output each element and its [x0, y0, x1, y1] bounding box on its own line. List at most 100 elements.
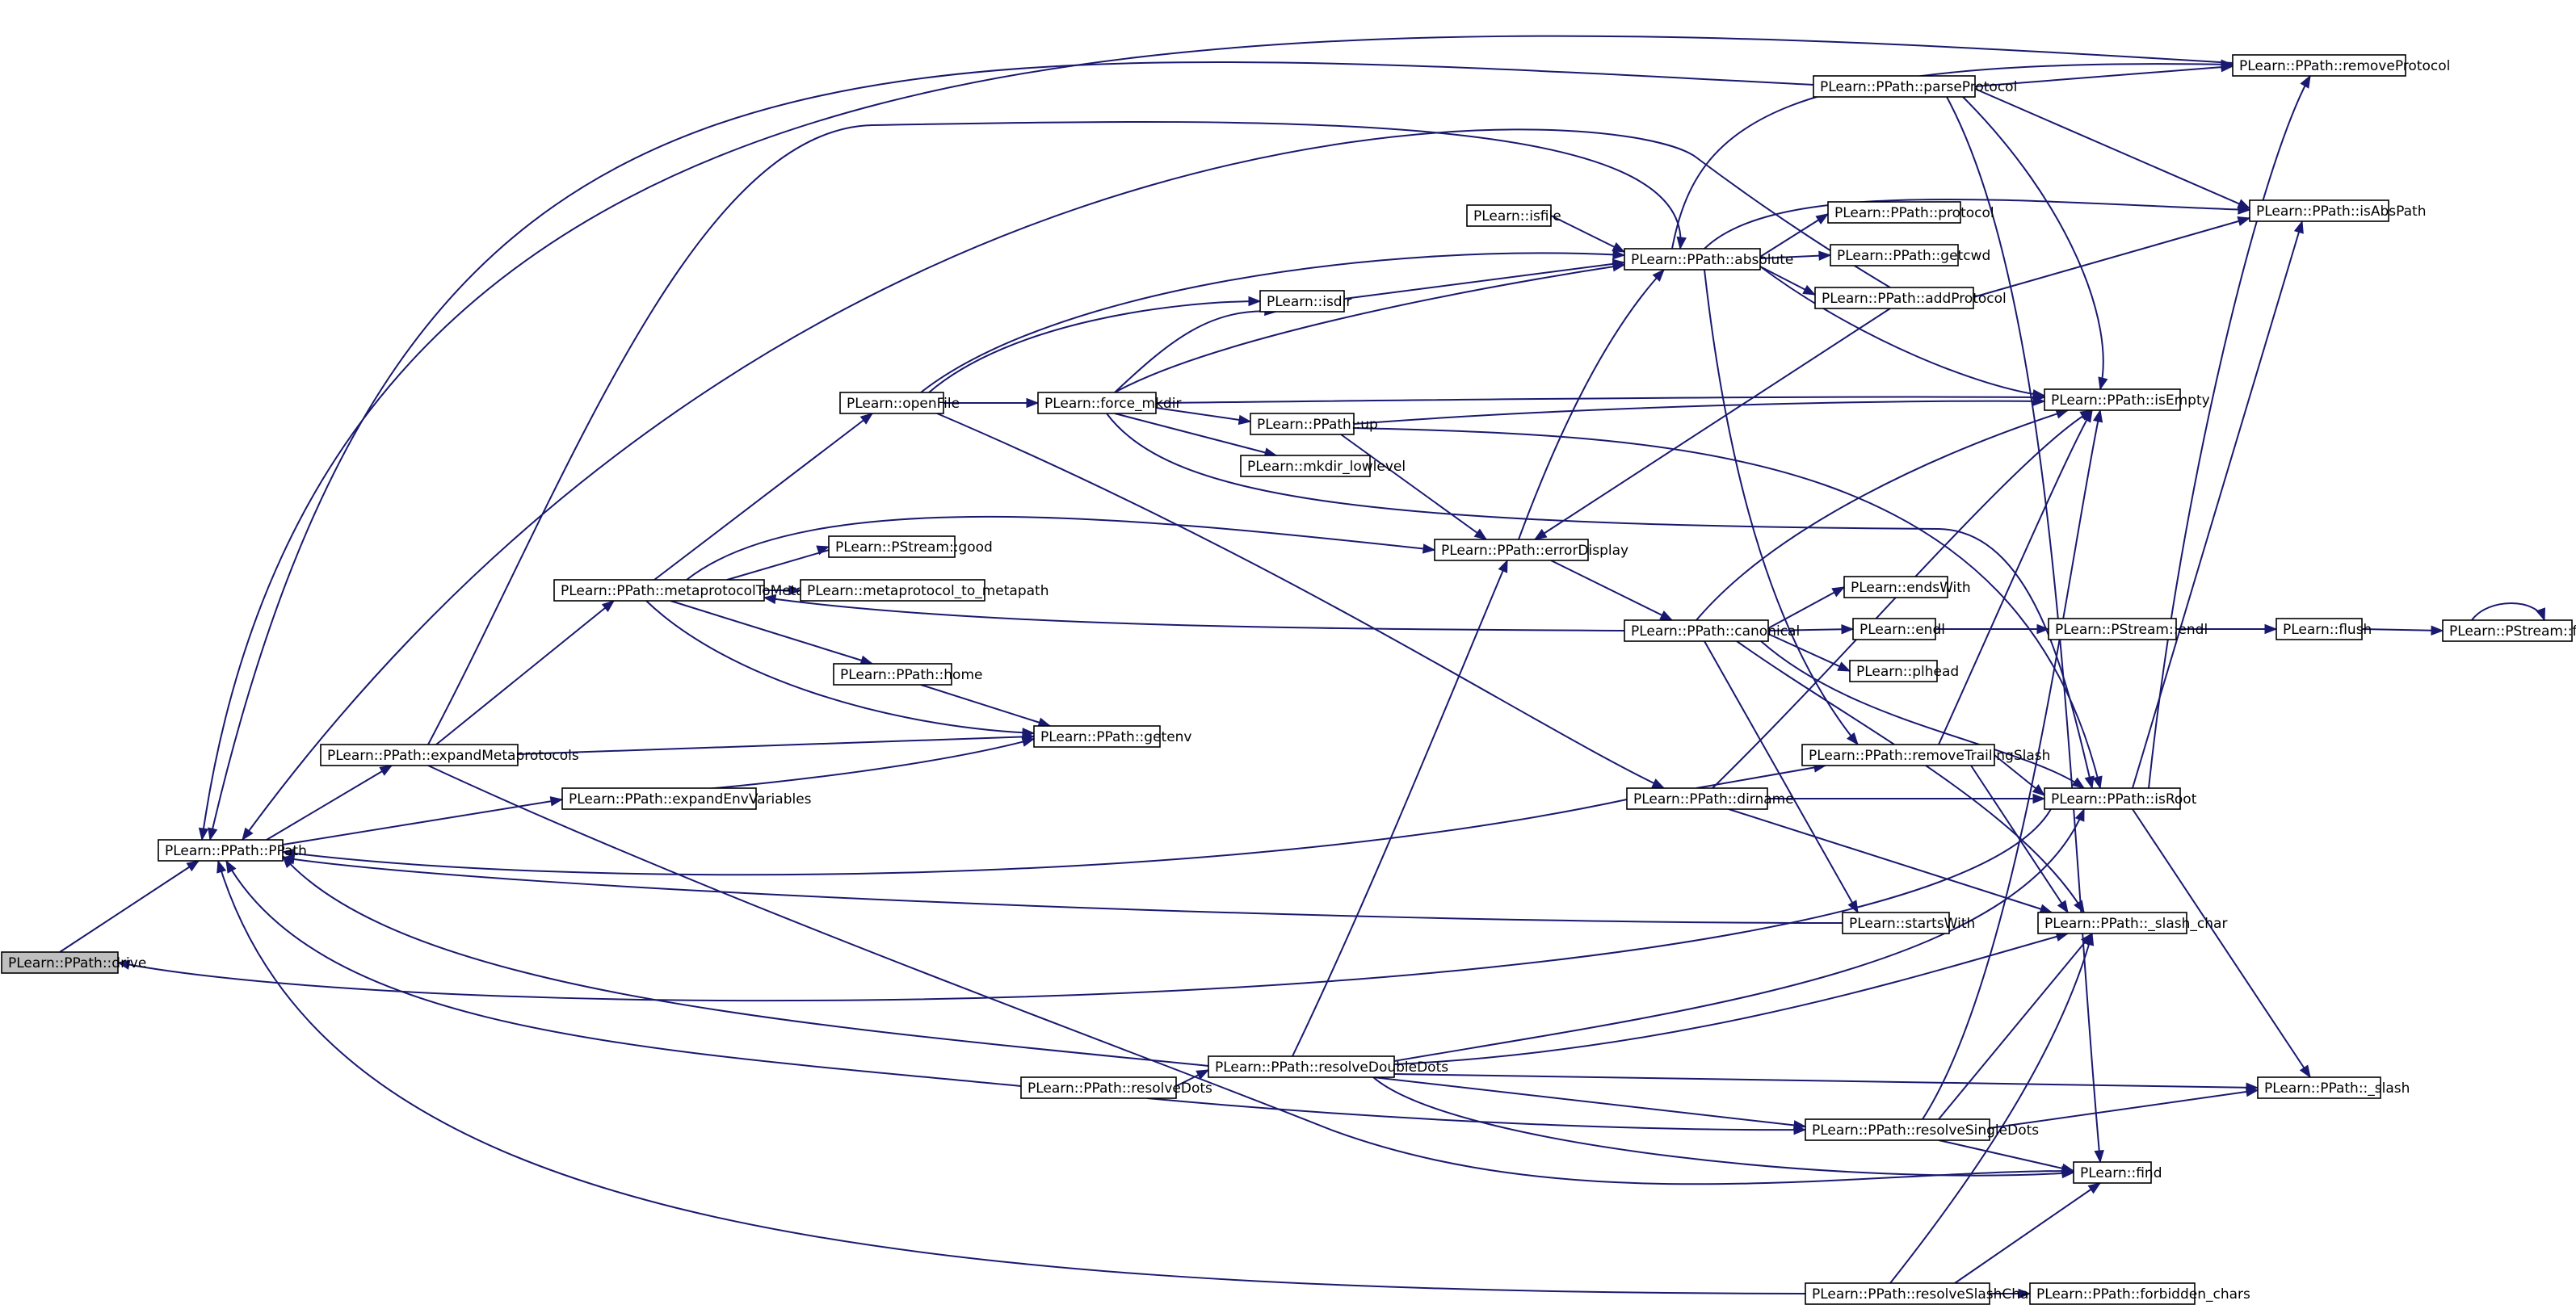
edge-arrowhead	[1026, 397, 1040, 409]
node-resolve-dots[interactable]: PLearn::PPath::resolveDots	[1020, 1076, 1212, 1099]
call-edge	[670, 600, 874, 665]
edge-line	[1767, 628, 1854, 631]
edge-arrowhead	[2061, 1163, 2075, 1173]
edge-arrowhead	[1238, 414, 1252, 426]
node-protocol[interactable]: PLearn::PPath::protocol	[1827, 201, 1994, 224]
node-starts-with[interactable]: PLearn::startsWith	[1842, 912, 1975, 934]
edge-line	[1671, 63, 2234, 250]
node-absolute[interactable]: PLearn::PPath::absolute	[1624, 248, 1793, 271]
edge-line	[1973, 217, 2250, 298]
call-edge	[1393, 808, 2085, 1062]
node-pstream-endl[interactable]: PLearn::PStream::endl	[2048, 618, 2208, 640]
call-edge	[943, 397, 1040, 409]
edge-arrowhead	[1612, 250, 1626, 260]
node-forbidden-chars[interactable]: PLearn::PPath::forbidden_chars	[2029, 1282, 2250, 1305]
node-error-display[interactable]: PLearn::PPath::errorDisplay	[1434, 539, 1628, 561]
node-resolve-double-dots[interactable]: PLearn::PPath::resolveDoubleDots	[1208, 1055, 1448, 1078]
node-plhead[interactable]: PLearn::plhead	[1849, 660, 1959, 682]
node-parse-protocol[interactable]: PLearn::PPath::parseProtocol	[1813, 75, 2017, 98]
call-edge	[1922, 409, 2103, 1120]
edge-arrowhead	[2536, 607, 2545, 622]
node-force-mkdir[interactable]: PLearn::force_mkdir	[1037, 392, 1181, 414]
node-ends-with[interactable]: PLearn::endsWith	[1843, 576, 1971, 598]
node-label: PLearn::mkdir_lowlevel	[1247, 459, 1406, 475]
node-slash-char[interactable]: PLearn::PPath::_slash_char	[2037, 912, 2227, 934]
node-label: PLearn::PPath::expandEnvVariables	[569, 791, 812, 808]
edge-arrowhead	[1248, 296, 1262, 307]
edge-line	[282, 799, 1628, 876]
call-edge	[1353, 427, 2103, 790]
call-edge	[281, 799, 1628, 876]
edge-line	[1353, 427, 2101, 789]
node-find[interactable]: PLearn::find	[2073, 1161, 2162, 1184]
call-edge	[1990, 1288, 2032, 1299]
node-isfile[interactable]: PLearn::isfile	[1466, 204, 1561, 227]
edge-line	[920, 684, 1051, 727]
node-canonical[interactable]: PLearn::PPath::canonical	[1624, 619, 1800, 642]
call-edge	[1759, 266, 2046, 400]
node-isdir[interactable]: PLearn::isdir	[1259, 290, 1351, 313]
edge-arrowhead	[1021, 736, 1036, 747]
call-edge	[216, 859, 1806, 1294]
node-remove-protocol[interactable]: PLearn::PPath::removeProtocol	[2232, 54, 2450, 77]
node-is-root[interactable]: PLearn::PPath::isRoot	[2044, 787, 2197, 810]
node-expand-env-variables[interactable]: PLearn::PPath::expandEnvVariables	[561, 787, 812, 810]
edge-line	[2132, 808, 2311, 1078]
node-getenv[interactable]: PLearn::PPath::getenv	[1033, 725, 1191, 748]
edge-line	[1353, 400, 2045, 425]
node-metaprotocol-to-metapath-fn[interactable]: PLearn::metaprotocol_to_metapath	[800, 579, 1048, 602]
node-getcwd[interactable]: PLearn::PPath::getcwd	[1830, 244, 1990, 266]
edge-line	[763, 597, 1625, 631]
node-remove-trailing-slash[interactable]: PLearn::PPath::removeTrailingSlash	[1801, 744, 2050, 766]
node-endl[interactable]: PLearn::endl	[1852, 618, 1945, 640]
node-home[interactable]: PLearn::PPath::home	[833, 663, 982, 686]
node-add-protocol[interactable]: PLearn::PPath::addProtocol	[1814, 287, 2007, 309]
node-label: PLearn::PPath::drive	[8, 955, 146, 971]
call-edge	[1767, 633, 1851, 672]
call-edge	[1759, 213, 1830, 258]
call-edge	[1767, 624, 1855, 635]
node-open-file[interactable]: PLearn::openFile	[839, 392, 960, 414]
node-pstream-flush[interactable]: PLearn::PStream::flush	[2442, 619, 2576, 642]
call-edge	[1938, 409, 2093, 745]
node-expand-metaprotocols[interactable]: PLearn::PPath::expandMetaprotocols	[320, 744, 579, 766]
node-label: PLearn::PPath::up	[1257, 417, 1378, 433]
call-edge	[1704, 269, 1859, 746]
node-mkdir-lowlevel[interactable]: PLearn::mkdir_lowlevel	[1240, 455, 1406, 477]
edge-line	[1343, 262, 1625, 300]
node-pstream-good[interactable]: PLearn::PStream::good	[828, 535, 993, 558]
node-label: PLearn::PPath::_slash_char	[2044, 916, 2227, 932]
node-resolve-single-dots[interactable]: PLearn::PPath::resolveSingleDots	[1805, 1118, 2039, 1141]
node-label: PLearn::PPath::dirname	[1633, 791, 1794, 808]
edge-arrowhead	[2098, 376, 2108, 391]
edge-arrowhead	[2237, 199, 2251, 209]
node-is-empty[interactable]: PLearn::PPath::isEmpty	[2044, 388, 2210, 411]
call-edge	[1712, 409, 2094, 789]
edge-line	[2132, 220, 2303, 789]
call-edge	[242, 128, 1891, 841]
edge-arrowhead	[1818, 250, 1832, 261]
call-edge	[1550, 560, 1674, 621]
node-drive[interactable]: PLearn::PPath::drive	[1, 951, 146, 974]
node-label: PLearn::plhead	[1856, 664, 1959, 680]
node-slash[interactable]: PLearn::PPath::_slash	[2257, 1076, 2410, 1099]
node-dirname[interactable]: PLearn::PPath::dirname	[1626, 787, 1794, 810]
call-edge	[2148, 74, 2311, 789]
node-metaprotocol-to-metapath[interactable]: PLearn::PPath::metaprotocolToMetapath	[553, 579, 835, 602]
edge-line	[1292, 560, 1508, 1057]
edge-arrowhead	[2032, 389, 2046, 400]
node-ppath[interactable]: PLearn::PPath::PPath	[158, 839, 307, 862]
edge-arrowhead	[208, 827, 218, 841]
call-edge	[2471, 602, 2545, 622]
node-is-abs-path[interactable]: PLearn::PPath::isAbsPath	[2249, 199, 2426, 222]
call-edge	[1353, 396, 2046, 425]
node-flush[interactable]: PLearn::flush	[2276, 618, 2372, 640]
node-resolve-slash-chars[interactable]: PLearn::PPath::resolveSlashChars	[1805, 1282, 2041, 1305]
edge-arrowhead	[601, 600, 616, 612]
edge-arrowhead	[1841, 624, 1855, 635]
edge-arrowhead	[2094, 1149, 2104, 1164]
edge-line	[1767, 633, 1851, 672]
call-edge	[763, 594, 1625, 631]
node-up[interactable]: PLearn::PPath::up	[1250, 413, 1378, 435]
call-edge	[1974, 61, 2234, 87]
